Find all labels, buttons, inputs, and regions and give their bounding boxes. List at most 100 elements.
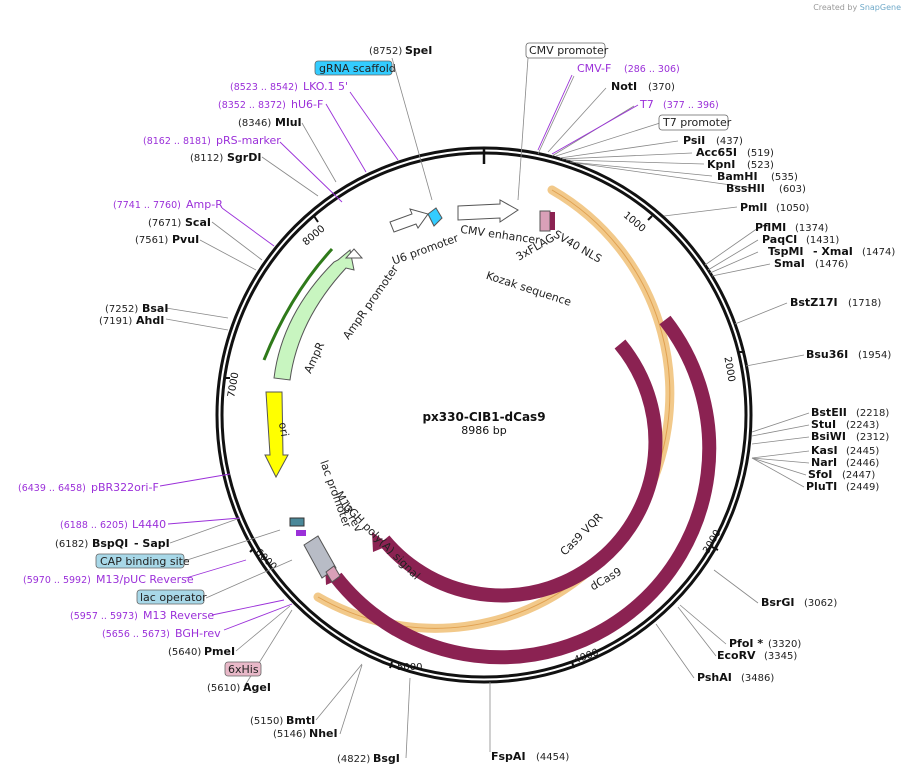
site-pos-fspai: (4454) bbox=[536, 752, 569, 763]
primer-pos-prs: (8162 .. 8181) bbox=[143, 136, 211, 147]
site-pos-pflmi: (1374) bbox=[795, 223, 828, 234]
6xhis-box bbox=[325, 565, 341, 583]
box-t7-promoter: T7 promoter bbox=[662, 116, 732, 129]
feature-kozak: Kozak sequence bbox=[484, 269, 573, 309]
primer-lines bbox=[159, 74, 639, 631]
primer-labels: CMV-F (286 .. 306) T7 (377 .. 396) (8523… bbox=[18, 62, 719, 640]
box-cmv-promoter: CMV promoter bbox=[529, 44, 609, 57]
site-pos-bsiwi: (2312) bbox=[856, 432, 889, 443]
primer-pos-t7: (377 .. 396) bbox=[663, 100, 719, 111]
primer-hu6: hU6-F bbox=[291, 98, 323, 111]
site-pos-bstz17i: (1718) bbox=[848, 298, 881, 309]
primer-m13rev: M13 Reverse bbox=[143, 609, 214, 622]
primer-lko: LKO.1 5' bbox=[303, 80, 348, 93]
primer-pos-l4440: (6188 .. 6205) bbox=[60, 520, 128, 531]
site-spei: SpeI bbox=[405, 44, 432, 57]
feature-ori: ori bbox=[276, 421, 291, 437]
site-ahdi: AhdI bbox=[136, 314, 164, 327]
tick-1000: 1000 bbox=[621, 210, 648, 235]
restriction-sites: (8752) SpeI NotI (370) PsiI (437) Acc65I… bbox=[55, 44, 895, 765]
site-sgrdi: SgrDI bbox=[227, 151, 261, 164]
box-6xhis: 6xHis bbox=[228, 663, 259, 676]
site-pos-xmai: (1474) bbox=[862, 247, 895, 258]
feature-ampr-promoter: AmpR promoter bbox=[340, 262, 401, 341]
site-pos-nhei: (5146) bbox=[273, 729, 306, 740]
site-pshai: PshAI bbox=[697, 671, 732, 684]
flag-box bbox=[550, 212, 555, 230]
primer-pos-cmv-f: (286 .. 306) bbox=[624, 64, 680, 75]
site-pos-pmei: (5640) bbox=[168, 647, 201, 658]
tick-2000: 2000 bbox=[721, 356, 736, 383]
primer-l4440: L4440 bbox=[132, 518, 166, 531]
site-bamhi: BamHI bbox=[717, 170, 758, 183]
cas9vqr-arrowhead bbox=[372, 532, 390, 552]
site-pos-pfoi: (3320) bbox=[768, 639, 801, 650]
primer-pos-hu6: (8352 .. 8372) bbox=[218, 100, 286, 111]
site-xmai: - XmaI bbox=[813, 245, 853, 258]
primer-bgh: BGH-rev bbox=[175, 627, 221, 640]
site-noti: NotI bbox=[611, 80, 637, 93]
box-grna-scaffold: gRNA scaffold bbox=[319, 62, 396, 75]
bgh-polya-box bbox=[303, 535, 337, 579]
site-pos-noti: (370) bbox=[648, 82, 675, 93]
site-pos-pmli: (1050) bbox=[776, 203, 809, 214]
site-pos-psii: (437) bbox=[716, 136, 743, 147]
site-pos-stui: (2243) bbox=[846, 420, 879, 431]
site-pos-sgrdi: (8112) bbox=[190, 153, 223, 164]
feature-bgh-polya: bGH poly(A) signal bbox=[341, 501, 423, 583]
tick-5000: 5000 bbox=[397, 662, 422, 673]
feature-u6-promoter: U6 promoter bbox=[390, 231, 460, 267]
site-bsshii: BssHII bbox=[726, 182, 765, 195]
primer-pbr322: pBR322ori-F bbox=[91, 481, 159, 494]
site-psii: PsiI bbox=[683, 134, 705, 147]
dcas9-arc bbox=[330, 315, 717, 665]
feature-sv40-nls: SV40 NLS bbox=[551, 228, 604, 266]
site-kpni: KpnI bbox=[707, 158, 735, 171]
site-pos-pvui: (7561) bbox=[135, 235, 168, 246]
site-pos-paqci: (1431) bbox=[806, 235, 839, 246]
site-pmli: PmlI bbox=[740, 201, 767, 214]
site-pos-scai: (7671) bbox=[148, 218, 181, 229]
site-mlui: MluI bbox=[275, 116, 302, 129]
lac-operator-box bbox=[289, 517, 305, 527]
site-pmei: PmeI bbox=[204, 645, 235, 658]
site-pluti: PluTI bbox=[806, 480, 837, 493]
site-acc65i: Acc65I bbox=[696, 146, 737, 159]
sv40-nls-box bbox=[539, 210, 551, 232]
site-scai: ScaI bbox=[185, 216, 211, 229]
ori-arrow bbox=[264, 391, 289, 479]
site-pos-ahdi: (7191) bbox=[99, 316, 132, 327]
site-smai: SmaI bbox=[774, 257, 805, 270]
site-bsgi: BsgI bbox=[373, 752, 400, 765]
site-pos-bmti: (5150) bbox=[250, 716, 283, 727]
gRNA-scaffold-box bbox=[427, 207, 443, 227]
site-sfoi: SfoI bbox=[808, 468, 832, 481]
site-pos-acc65i: (519) bbox=[747, 148, 774, 159]
tick-8000: 8000 bbox=[301, 223, 328, 248]
tick-7000: 7000 bbox=[226, 371, 241, 398]
plasmid-length: 8986 bp bbox=[461, 424, 506, 437]
site-bsai: BsaI bbox=[142, 302, 168, 315]
site-ecorv: EcoRV bbox=[717, 649, 756, 662]
primer-pos-m13rev: (5957 .. 5973) bbox=[70, 611, 138, 622]
primer-pos-lko: (8523 .. 8542) bbox=[230, 82, 298, 93]
site-bsteii: BstEII bbox=[811, 406, 847, 419]
cas9vqr-arc bbox=[378, 339, 663, 603]
snapgene-brand: SnapGene bbox=[859, 3, 901, 12]
site-pos-bsshii: (603) bbox=[779, 184, 806, 195]
site-bsrgi: BsrGI bbox=[761, 596, 794, 609]
site-pos-bsgi: (4822) bbox=[337, 754, 370, 765]
site-pos-bsai: (7252) bbox=[105, 304, 138, 315]
site-stui: StuI bbox=[811, 418, 836, 431]
box-lac-operator: lac operator bbox=[140, 591, 207, 604]
primer-pos-ampr: (7741 .. 7760) bbox=[113, 200, 181, 211]
site-tspmi: TspMI bbox=[768, 245, 804, 258]
ampr-promoter-arrow bbox=[344, 248, 364, 259]
site-bsiwi: BsiWI bbox=[811, 430, 846, 443]
credit-prefix: Created by bbox=[813, 3, 858, 12]
site-bspqi: BspQI bbox=[92, 537, 128, 550]
site-pvui: PvuI bbox=[172, 233, 199, 246]
m13-rev-box bbox=[296, 530, 306, 536]
primer-pos-bgh: (5656 .. 5673) bbox=[102, 629, 170, 640]
